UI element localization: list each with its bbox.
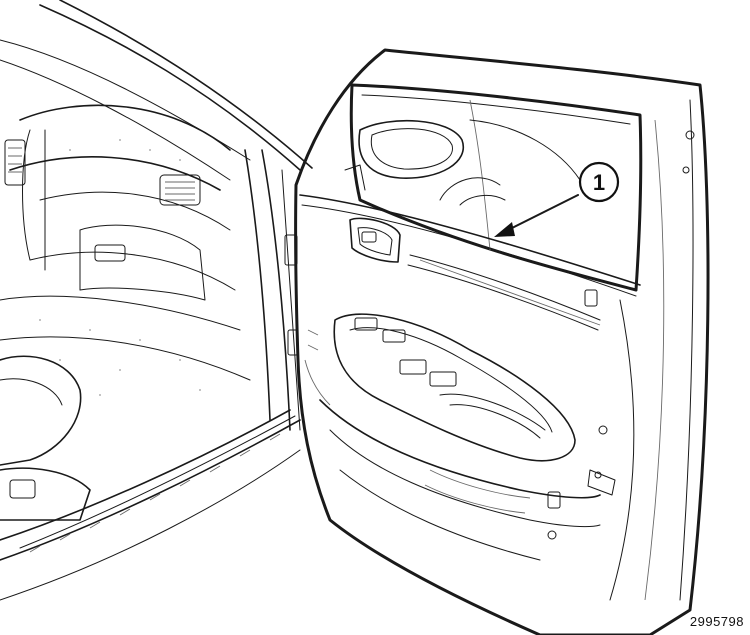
vehicle-interior <box>0 0 313 601</box>
callout-circle <box>578 161 620 203</box>
callout-number: 1 <box>593 170 605 195</box>
callout-arrowhead-icon <box>494 222 515 237</box>
front-door <box>294 48 710 635</box>
callout-1: 1 <box>494 161 620 237</box>
figure-number: 2995798 <box>689 614 744 629</box>
